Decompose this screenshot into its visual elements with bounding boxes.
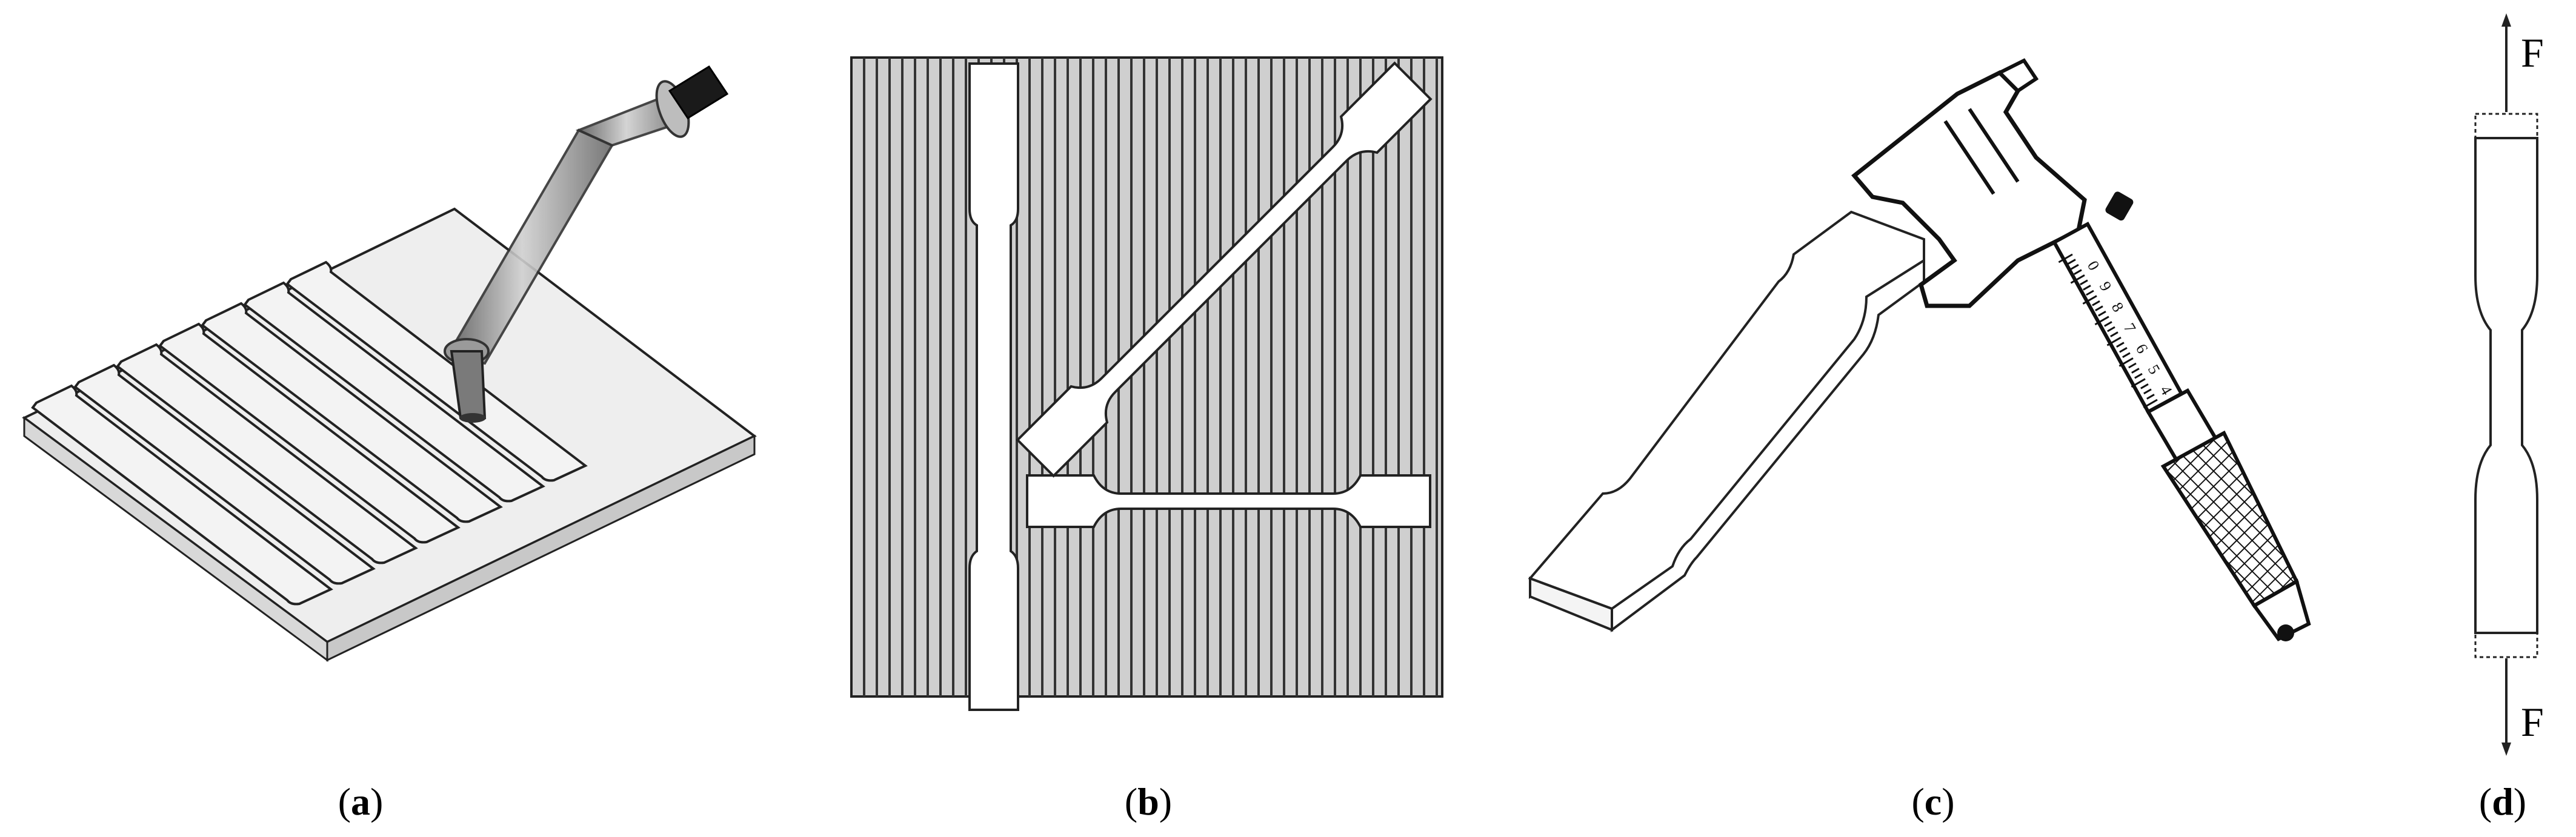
caption-d: (d) (2479, 780, 2526, 823)
scale-tick (2116, 342, 2125, 348)
knurled-grip (2160, 430, 2299, 609)
printed-beads (31, 260, 588, 606)
ratchet-cap (2251, 578, 2311, 641)
scale-tick (2128, 362, 2137, 369)
scale-tick (2118, 357, 2134, 367)
specimen-vertical (968, 62, 1019, 711)
scale-tick (2068, 259, 2076, 265)
panel-a: (a) (22, 65, 757, 823)
scale-tick (2080, 279, 2088, 286)
scale-tick (2110, 331, 2118, 337)
scale-tick (2143, 399, 2158, 409)
specimen-horizontal (1026, 474, 1431, 528)
scale-tick (2094, 316, 2109, 326)
scale-tick (2058, 253, 2073, 263)
bead-strip (243, 281, 545, 503)
force-label-top: F (2521, 30, 2544, 76)
scale-tick (2131, 378, 2146, 388)
scale-tick (2095, 305, 2103, 312)
caption-c: (c) (1911, 780, 1954, 823)
scale-tick (2083, 285, 2091, 291)
scale-tick (2098, 310, 2106, 317)
specimen-outline (2474, 137, 2538, 634)
scale-tick (2146, 394, 2155, 400)
scale-tick (2074, 269, 2082, 276)
grip-top (2474, 113, 2538, 139)
specimen-diagonal (1016, 61, 1433, 478)
bead-strip (73, 363, 376, 585)
grip-bottom (2474, 632, 2538, 658)
caption-b: (b) (1125, 780, 1172, 823)
scale-tick (2107, 326, 2115, 332)
bead-strip (116, 343, 418, 564)
scale-tick (2070, 274, 2085, 284)
specimen-block (1528, 210, 1925, 632)
scale-tick (2134, 372, 2143, 379)
bead-strip (201, 302, 503, 523)
bead-strip (31, 384, 333, 606)
scale-tick (2122, 352, 2131, 359)
force-label-bottom: F (2521, 699, 2544, 745)
scale-tick (2071, 263, 2079, 270)
scale-tick (2140, 383, 2149, 389)
scale-tick (2143, 388, 2152, 395)
panel-b: (b) (850, 56, 1443, 823)
caption-a: (a) (338, 780, 384, 823)
scale-tick (2086, 289, 2094, 296)
panel-d: F F (d) (2474, 13, 2544, 823)
base-plate-side (326, 434, 756, 662)
scale-tick (2131, 368, 2140, 374)
extrusion-nozzle (444, 65, 729, 423)
scale-tick (2092, 300, 2100, 306)
bead-strip (158, 322, 461, 544)
scale-tick (2119, 346, 2128, 353)
scale-tick (2104, 321, 2112, 327)
scale-tick (2106, 336, 2122, 346)
scale-tick (2082, 295, 2097, 305)
bead-strip (285, 260, 588, 482)
micrometer-sleeve (2051, 221, 2185, 415)
